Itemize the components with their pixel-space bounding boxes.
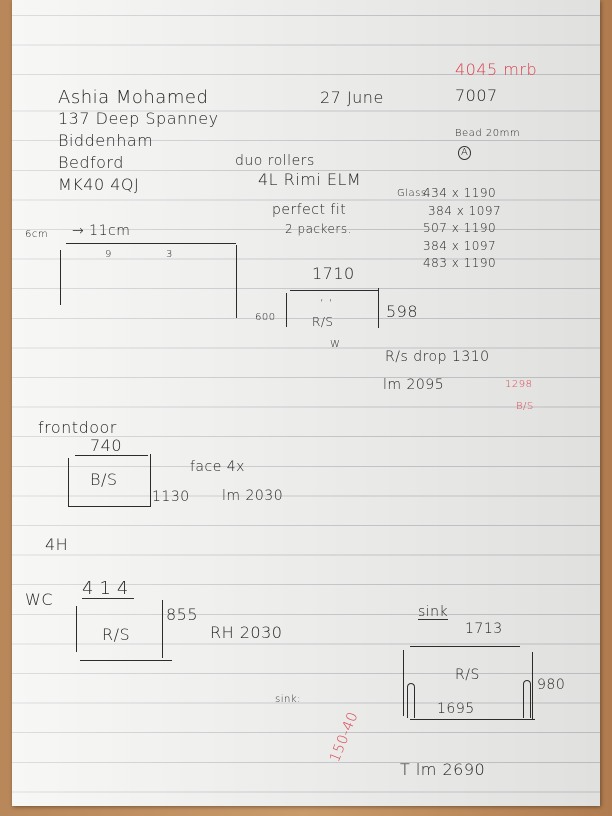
wc-label: R/S <box>102 625 131 644</box>
glass-size: 384 x 1097 <box>428 204 502 218</box>
frontdoor-bottom-line <box>68 506 151 507</box>
frontdoor-height: 1130 <box>152 489 190 505</box>
sink-title: sink <box>418 604 449 620</box>
sink-left-line <box>403 650 404 716</box>
order-number: 7007 <box>455 86 498 105</box>
window-ticks: , , <box>320 289 333 303</box>
window-below: W <box>330 339 341 350</box>
fit-note: perfect fit <box>272 202 347 218</box>
glass-size: 384 x 1097 <box>423 239 497 253</box>
sketch1-right-line <box>236 245 237 318</box>
rollers-note: duo rollers <box>235 153 315 169</box>
sink-top-line <box>410 646 520 647</box>
window-right: 598 <box>386 302 419 321</box>
sink-height: 980 <box>537 677 566 693</box>
window-drop: R/s drop 1310 <box>385 349 490 365</box>
wc-height: 855 <box>166 605 199 624</box>
job-ref: 4045 mrb <box>455 60 538 79</box>
sketch1-top: → 11cm <box>72 223 131 239</box>
sink-caption: sink: <box>275 694 301 705</box>
frontdoor-note: face 4x <box>190 459 245 475</box>
window-top-line <box>290 290 378 291</box>
address-line3: Bedford <box>58 153 124 172</box>
wc-right-line <box>162 600 163 658</box>
sink-width-bottom: 1695 <box>437 701 475 717</box>
frontdoor-label: B/S <box>90 470 118 489</box>
bead-note: Bead 20mm <box>455 128 521 139</box>
frontdoor-title: frontdoor <box>38 418 117 437</box>
window-left: 600 <box>255 312 276 323</box>
frontdoor-top-line <box>75 455 148 456</box>
window-red-value: 1298 <box>505 379 533 390</box>
sink-lm: T lm 2690 <box>400 760 486 779</box>
sketch1-side: 6cm <box>25 229 49 240</box>
section-4h: 4H <box>45 535 69 554</box>
customer-name: Ashia Mohamed <box>58 87 209 108</box>
window-label: R/S <box>312 315 334 329</box>
window-right-line <box>378 288 379 328</box>
glass-size: 483 x 1190 <box>423 256 497 270</box>
frontdoor-width: 740 <box>90 436 123 455</box>
glass-size: 507 x 1190 <box>423 221 497 235</box>
frontdoor-right-line <box>150 454 151 506</box>
window-left-line <box>286 293 287 327</box>
sink-label: R/S <box>455 667 480 683</box>
wc-left-line <box>76 606 77 652</box>
sink-right-line <box>532 652 533 720</box>
postcode: MK40 4QJ <box>58 175 140 194</box>
bead-mark: A <box>458 146 472 160</box>
frontdoor-left-line <box>68 458 69 506</box>
glass-label: Glass: <box>397 188 431 199</box>
window-type: 4L Rimi ELM <box>258 170 362 189</box>
sink-width-top: 1713 <box>465 621 503 637</box>
sketch1-mark: 3 <box>166 249 173 260</box>
date: 27 June <box>320 88 384 107</box>
wc-width: 414 <box>82 578 135 599</box>
sketch1-left-line <box>60 250 61 305</box>
address-line2: Biddenham <box>58 131 154 150</box>
notepaper <box>12 0 600 806</box>
frontdoor-lm: lm 2030 <box>222 488 284 504</box>
packers-note: 2 packers. <box>285 222 352 236</box>
sink-bottom-line <box>410 719 535 720</box>
sketch1-top-line <box>66 243 236 244</box>
address-line1: 137 Deep Spanney <box>58 109 219 128</box>
wc-title: WC <box>25 590 53 609</box>
window-red-label: B/S <box>516 401 534 412</box>
sink-right-hook <box>523 680 531 718</box>
wc-bottom-line <box>80 660 172 661</box>
sketch1-mark: 9 <box>105 249 112 260</box>
window-width: 1710 <box>312 264 355 283</box>
window-lm: lm 2095 <box>383 377 445 393</box>
wc-note: RH 2030 <box>210 623 283 642</box>
glass-size: 434 x 1190 <box>423 186 497 200</box>
sink-left-hook <box>407 683 415 718</box>
